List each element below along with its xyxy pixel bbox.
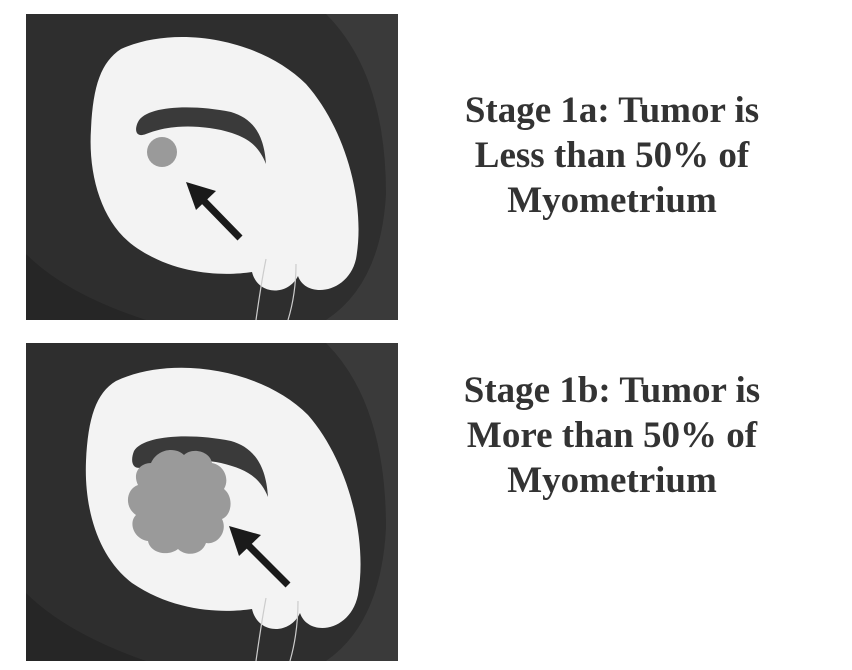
cervix-line: [287, 263, 297, 320]
stage-1a-caption: Stage 1a: Tumor is Less than 50% of Myom…: [412, 88, 812, 223]
background-tissue-lower: [26, 254, 146, 320]
background-tissue: [326, 343, 398, 661]
uterus-diagram-1b: [26, 343, 398, 661]
tumor-large: [127, 450, 231, 554]
cervix-line: [255, 258, 267, 320]
stage-1b-illustration: [26, 343, 398, 661]
caption-line: Stage 1b: Tumor is: [463, 370, 761, 411]
caption-line: More than 50% of: [466, 415, 758, 456]
uterus-wall: [90, 36, 359, 291]
caption-line: Myometrium: [507, 180, 717, 221]
cervix-line: [255, 597, 267, 661]
arrow-icon: [229, 526, 291, 588]
tumor-small: [147, 137, 177, 167]
stage-1a-illustration: [26, 14, 398, 320]
caption-line: Stage 1a: Tumor is: [464, 90, 760, 131]
background-tissue: [326, 14, 398, 320]
uterine-cavity: [136, 107, 266, 164]
uterus-diagram-1a: [26, 14, 398, 320]
caption-line: Less than 50% of: [474, 135, 750, 176]
arrow-icon: [186, 182, 243, 241]
stage-1b-caption: Stage 1b: Tumor is More than 50% of Myom…: [412, 368, 812, 503]
caption-line: Myometrium: [507, 460, 717, 501]
cervix-line: [289, 600, 299, 661]
background-tissue-lower: [26, 593, 146, 661]
